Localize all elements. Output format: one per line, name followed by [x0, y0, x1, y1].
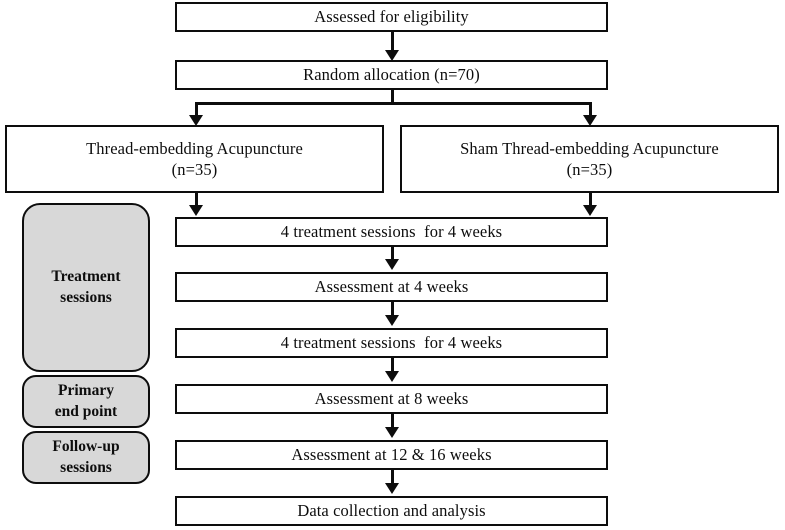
- phase-label-line1: Follow-up: [52, 437, 120, 455]
- node-label: 4 treatment sessions for 4 weeks: [280, 222, 503, 242]
- node-assessment-8-weeks: Assessment at 8 weeks: [175, 384, 608, 414]
- node-label: Assessment at 8 weeks: [314, 389, 469, 409]
- node-assessment-4-weeks: Assessment at 4 weeks: [175, 272, 608, 302]
- node-arm-sham-thread-embedding-acupuncture: Sham Thread-embedding Acupuncture (n=35): [400, 125, 779, 193]
- node-assessed-for-eligibility: Assessed for eligibility: [175, 2, 608, 32]
- arrowhead-random-to-left-arm: [189, 115, 203, 126]
- arrowhead-right-arm-to-treatment1: [583, 205, 597, 216]
- phase-label-primary-end-point: Primary end point: [22, 375, 150, 428]
- connector-random-to-right-arm: [589, 102, 592, 119]
- arrowhead-assessment8w-to-assessment12w: [385, 427, 399, 438]
- phase-label-treatment-sessions: Treatment sessions: [22, 203, 150, 372]
- connector-assessment12w-to-data-collection: [391, 470, 394, 484]
- node-label: Assessment at 4 weeks: [314, 277, 469, 297]
- node-label: Data collection and analysis: [297, 501, 486, 521]
- node-arm-thread-embedding-acupuncture: Thread-embedding Acupuncture (n=35): [5, 125, 384, 193]
- connector-random-stem: [391, 90, 394, 105]
- arm-label-line1: Sham Thread-embedding Acupuncture: [460, 138, 719, 158]
- connector-treatment1-to-assessment4w: [391, 247, 394, 261]
- connector-random-to-left-arm: [195, 102, 198, 119]
- arrowhead-treatment1-to-assessment4w: [385, 259, 399, 270]
- connector-treatment2-to-assessment8w: [391, 358, 394, 372]
- phase-label-line1: Primary: [58, 381, 114, 399]
- node-random-allocation: Random allocation (n=70): [175, 60, 608, 90]
- node-label: Random allocation (n=70): [303, 65, 480, 85]
- arrowhead-treatment2-to-assessment8w: [385, 371, 399, 382]
- arrowhead-assessment4w-to-treatment2: [385, 315, 399, 326]
- arm-label-line1: Thread-embedding Acupuncture: [86, 138, 303, 158]
- node-data-collection-and-analysis: Data collection and analysis: [175, 496, 608, 526]
- node-label: Assessed for eligibility: [314, 7, 469, 27]
- connector-assessment4w-to-treatment2: [391, 302, 394, 316]
- phase-label-line2: sessions: [60, 288, 112, 306]
- connector-left-arm-to-treatment1: [195, 193, 198, 207]
- phase-label-line2: sessions: [60, 458, 112, 476]
- phase-label-line1: Treatment: [51, 267, 121, 285]
- connector-right-arm-to-treatment1: [589, 193, 592, 207]
- node-label: 4 treatment sessions for 4 weeks: [280, 333, 503, 353]
- node-treatment-sessions-2: 4 treatment sessions for 4 weeks: [175, 328, 608, 358]
- arm-label-line2: (n=35): [566, 160, 613, 179]
- arm-label-line2: (n=35): [171, 160, 218, 179]
- arrowhead-random-to-right-arm: [583, 115, 597, 126]
- arrowhead-left-arm-to-treatment1: [189, 205, 203, 216]
- node-assessment-12-and-16-weeks: Assessment at 12 & 16 weeks: [175, 440, 608, 470]
- node-label: Assessment at 12 & 16 weeks: [291, 445, 492, 465]
- phase-label-followup-sessions: Follow-up sessions: [22, 431, 150, 484]
- connector-assessed-to-random: [391, 32, 394, 54]
- connector-assessment8w-to-assessment12w: [391, 414, 394, 428]
- arrowhead-assessed-to-random: [385, 50, 399, 61]
- connector-random-split: [195, 102, 592, 105]
- node-treatment-sessions-1: 4 treatment sessions for 4 weeks: [175, 217, 608, 247]
- phase-label-line2: end point: [54, 402, 118, 420]
- arrowhead-assessment12w-to-data-collection: [385, 483, 399, 494]
